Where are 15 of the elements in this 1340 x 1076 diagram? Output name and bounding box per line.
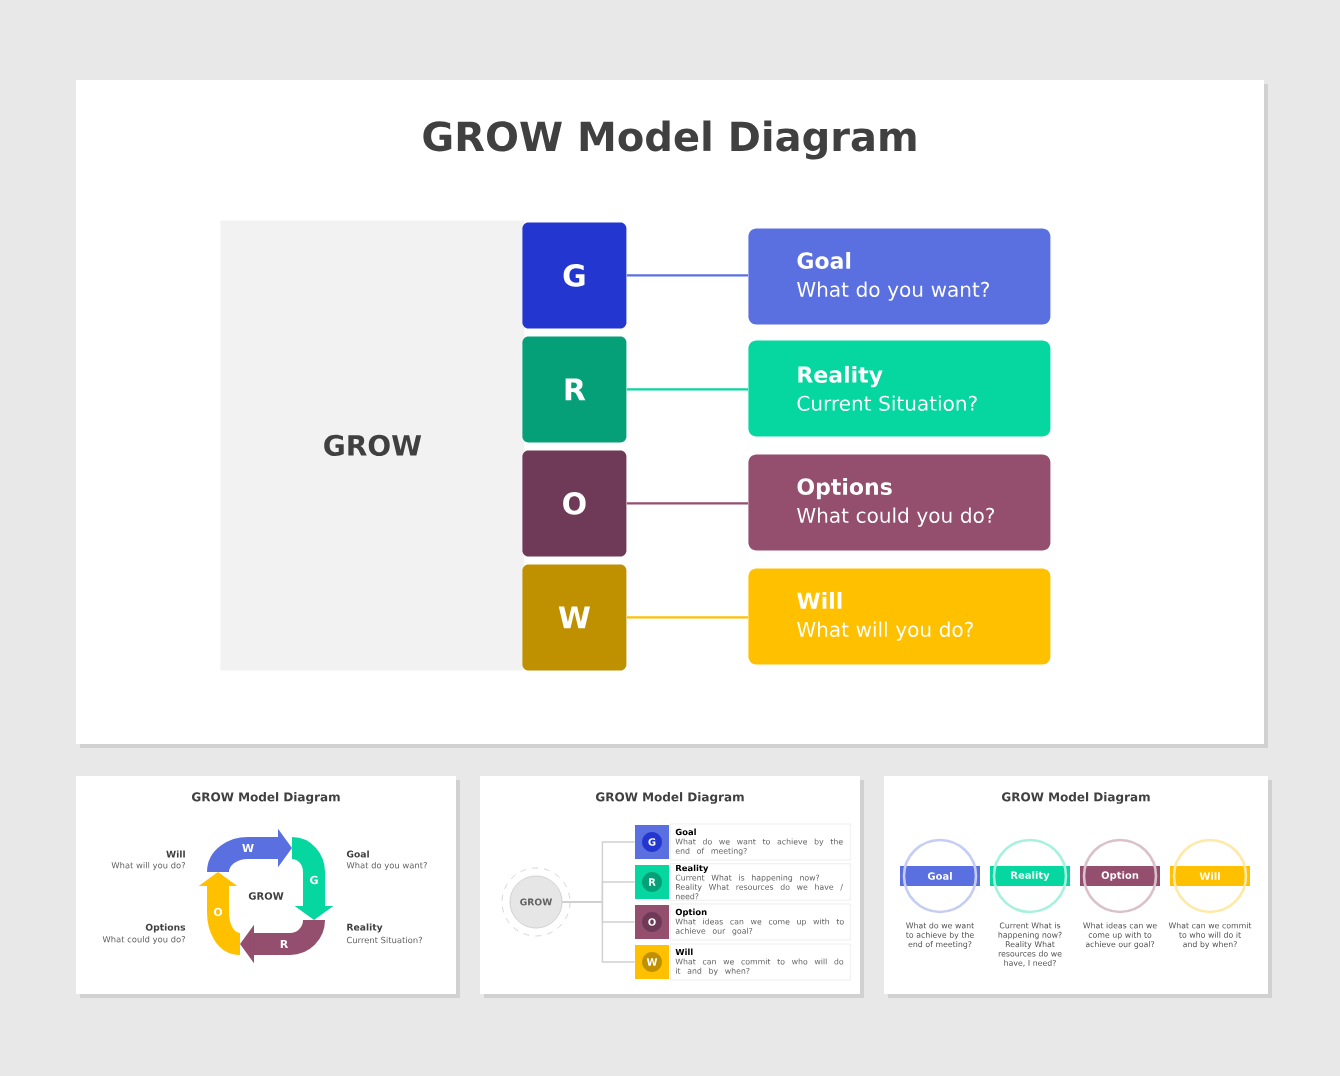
connector-line — [626, 388, 748, 391]
letter-box: W — [522, 564, 627, 671]
grow-panel: GROW — [220, 220, 525, 671]
connector-line — [626, 616, 748, 619]
info-box: Will What will you do? — [748, 568, 1051, 665]
connector-line — [626, 502, 748, 505]
connector-line — [561, 901, 636, 963]
letter-box: O — [522, 450, 627, 557]
letter-box: G — [522, 222, 627, 329]
info-box: Goal What do you want? — [748, 228, 1051, 325]
letter-box: R — [522, 336, 627, 443]
title: GROW Model Diagram — [423, 120, 916, 160]
info-box: Options What could you do? — [748, 454, 1051, 551]
connector-line — [626, 274, 748, 277]
info-box: Reality Current Situation? — [748, 340, 1051, 437]
